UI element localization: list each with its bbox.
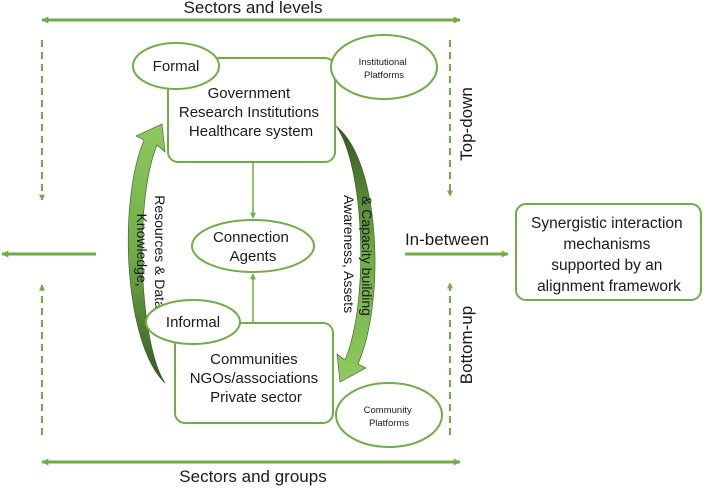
top-down-label: Top-down (457, 87, 476, 161)
community-platforms-text: Community Platforms (364, 405, 415, 429)
bottom-up-label: Bottom-up (457, 306, 476, 384)
community-platforms (335, 382, 443, 448)
informal-box (174, 322, 334, 424)
outcome-box (515, 203, 702, 301)
informal-line: NGOs/associations (190, 370, 318, 387)
left-arc-label: Knowledge, Resources & Data (134, 195, 168, 309)
left-arc-line: Knowledge, (134, 213, 150, 286)
institutional-line: Platforms (364, 70, 404, 81)
top-label: Sectors and levels (184, 0, 323, 17)
formal-box (167, 57, 336, 163)
informal-tag (145, 299, 241, 345)
right-arc-label: Awareness, Assets & Capacity building (341, 195, 375, 317)
outcome-line: alignment framework (537, 278, 681, 295)
right-arc-line: Awareness, Assets (341, 195, 357, 313)
in-between-label: In-between (405, 230, 489, 249)
formal-line: Government (208, 85, 291, 102)
connection-line: Connection (213, 229, 289, 246)
bottom-label: Sectors and groups (179, 467, 326, 486)
left-arc-line: Resources & Data (152, 195, 168, 309)
connection-agents-text: Connection Agents (213, 229, 293, 265)
outcome-line: mechanisms (563, 236, 650, 253)
connection-line: Agents (230, 248, 277, 265)
informal-box-text: Communities NGOs/associations Private se… (190, 351, 323, 406)
formal-tag (132, 42, 220, 90)
community-line: Community (364, 405, 412, 416)
informal-line: Private sector (210, 389, 302, 406)
outcome-line: Synergistic interaction (531, 215, 683, 232)
right-arc-line: & Capacity building (359, 196, 375, 316)
left-curved-arrow (127, 123, 166, 384)
institutional-platforms-text: Institutional Platforms (359, 57, 410, 81)
outcome-line: supported by an (551, 257, 662, 274)
institutional-platforms (330, 34, 438, 100)
connection-agents (191, 219, 315, 273)
community-line: Platforms (369, 418, 409, 429)
institutional-line: Institutional (359, 57, 407, 68)
outcome-text: Synergistic interaction mechanisms suppo… (531, 215, 687, 295)
informal-line: Communities (210, 351, 298, 368)
right-curved-arrow (335, 125, 376, 383)
formal-tag-label: Formal (153, 58, 200, 75)
formal-box-text: Government Research Institutions Healthc… (179, 85, 323, 140)
formal-line: Research Institutions (179, 104, 319, 121)
formal-line: Healthcare system (189, 123, 313, 140)
informal-tag-label: Informal (166, 314, 220, 331)
